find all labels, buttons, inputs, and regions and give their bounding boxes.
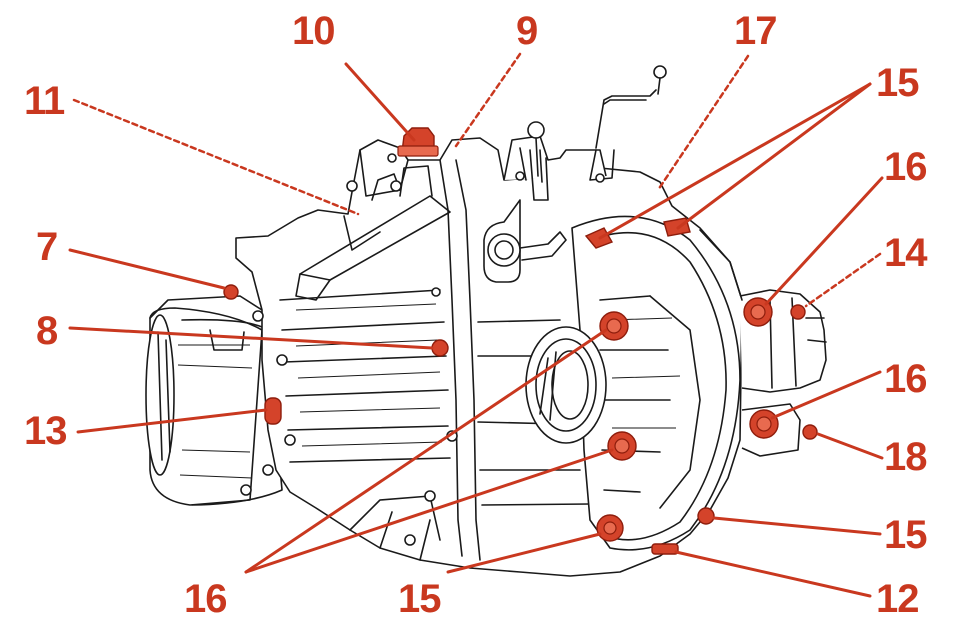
callout-15-right: 15 bbox=[884, 513, 927, 557]
bolt-15-right bbox=[697, 507, 715, 525]
callout-11: 11 bbox=[24, 79, 65, 123]
callout-13: 13 bbox=[24, 409, 67, 453]
bolt-8 bbox=[431, 339, 449, 357]
callout-labels: 10 9 17 15 11 16 7 14 8 16 13 18 15 16 1… bbox=[24, 9, 929, 621]
leader-lines bbox=[68, 52, 884, 598]
bolt-7 bbox=[223, 284, 239, 300]
drain-plug-12 bbox=[651, 543, 679, 555]
plug-13 bbox=[264, 397, 282, 425]
callout-18: 18 bbox=[884, 435, 927, 479]
callout-16-mid: 16 bbox=[884, 357, 927, 401]
callout-8: 8 bbox=[36, 309, 58, 353]
callout-15-top: 15 bbox=[876, 61, 919, 105]
bolt-18 bbox=[802, 424, 818, 440]
gearbox-illustration bbox=[145, 65, 827, 577]
callout-17: 17 bbox=[734, 9, 777, 53]
case-studs bbox=[240, 153, 605, 546]
callout-9: 9 bbox=[516, 9, 537, 53]
callout-15-bottom: 15 bbox=[398, 577, 441, 621]
callout-14: 14 bbox=[884, 231, 928, 275]
callout-7: 7 bbox=[36, 225, 57, 269]
callout-12: 12 bbox=[876, 577, 919, 621]
callout-10: 10 bbox=[292, 9, 335, 53]
bolt-14 bbox=[790, 304, 806, 320]
callout-16-bottom: 16 bbox=[184, 577, 227, 621]
callout-16-top: 16 bbox=[884, 145, 927, 189]
clutch-bell-housing bbox=[145, 295, 283, 506]
